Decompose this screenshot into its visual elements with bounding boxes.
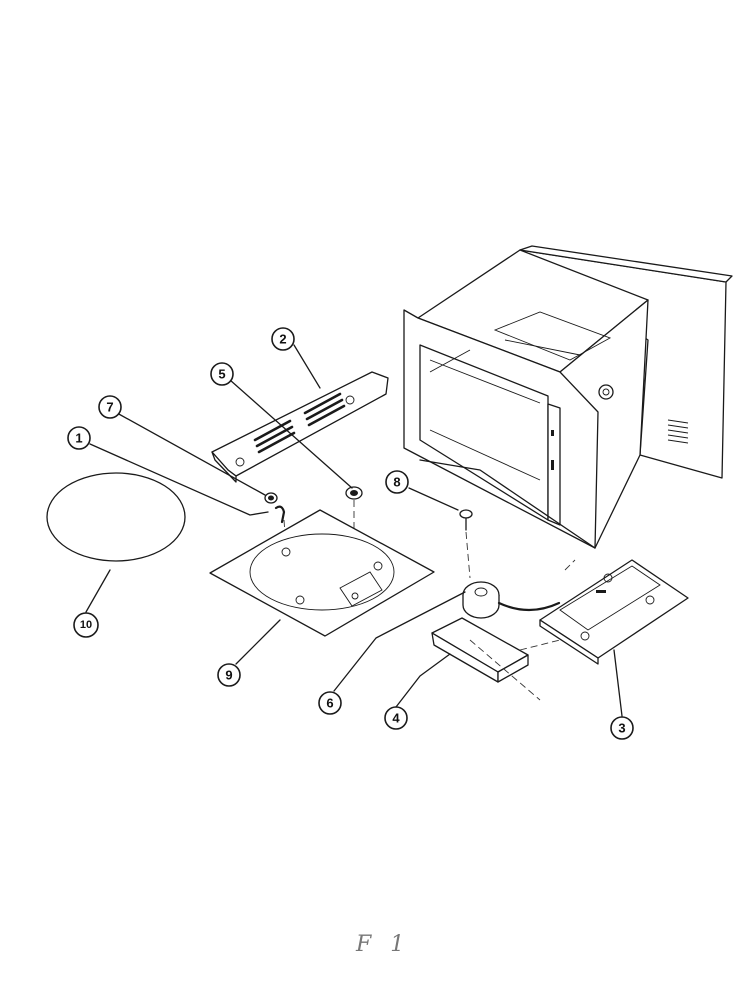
part-3-base-plate — [539, 559, 689, 665]
leader-lines — [85, 344, 623, 717]
callout-1: 1 — [67, 426, 91, 450]
callout-9: 9 — [217, 663, 241, 687]
part-6-motor — [462, 581, 561, 619]
callout-2-label: 2 — [279, 332, 286, 347]
callout-10: 10 — [73, 612, 99, 638]
part-4-cover-tray — [431, 617, 529, 683]
callout-3: 3 — [610, 716, 634, 740]
callout-3-label: 3 — [618, 721, 625, 736]
callout-2: 2 — [271, 327, 295, 351]
callout-4-label: 4 — [392, 711, 400, 726]
callout-6: 6 — [318, 691, 342, 715]
callout-6-label: 6 — [326, 696, 333, 711]
callout-5-label: 5 — [218, 367, 225, 382]
callout-7-label: 7 — [106, 400, 113, 415]
part-2-top-cover — [211, 371, 389, 483]
callout-5: 5 — [210, 362, 234, 386]
vent-slots — [667, 419, 689, 444]
callout-7: 7 — [98, 395, 122, 419]
callout-4: 4 — [384, 706, 408, 730]
part-7-roller — [264, 492, 278, 504]
oven-cavity — [403, 245, 733, 549]
part-10-glass-tray — [46, 472, 186, 562]
callout-10-label: 10 — [80, 619, 92, 631]
callout-8: 8 — [385, 470, 409, 494]
callout-1-label: 1 — [75, 431, 82, 446]
part-8-screw — [459, 509, 473, 579]
vent-louvers — [253, 392, 346, 454]
callout-9-label: 9 — [225, 668, 232, 683]
part-9-bottom-plate — [209, 509, 435, 637]
figure-label: F 1 — [356, 932, 411, 957]
callout-8-label: 8 — [393, 475, 400, 490]
